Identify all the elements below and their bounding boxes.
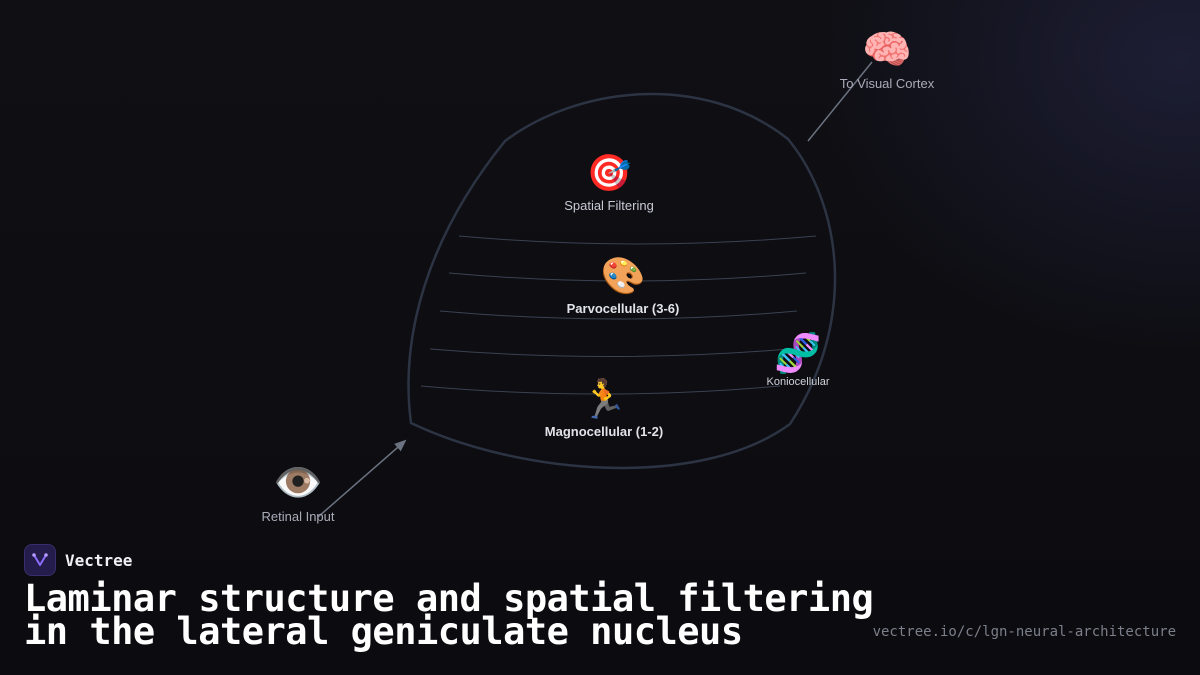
title-line-1: Laminar structure and spatial filtering (24, 577, 874, 620)
koniocellular-label: Koniocellular (766, 376, 830, 388)
spatial-filtering-label: Spatial Filtering (564, 198, 654, 213)
lgn-to-cortex-line (807, 61, 873, 142)
node-koniocellular: 🧬 Koniocellular (767, 334, 830, 388)
layer-line-5 (420, 385, 781, 395)
layer-line-4 (429, 348, 790, 357)
page-title: Laminar structure and spatial filtering … (24, 577, 874, 653)
magnocellular-label: Magnocellular (1-2) (544, 424, 664, 439)
source-url[interactable]: vectree.io/c/lgn-neural-architecture (872, 624, 1176, 640)
layer-line-1 (458, 235, 817, 245)
runner-icon: 🏃 (580, 377, 628, 421)
eye-icon: 👁️ (273, 460, 323, 506)
node-visual-cortex: 🧠 To Visual Cortex (840, 30, 934, 91)
title-line-2: in the lateral geniculate nucleus (24, 610, 743, 653)
layer-line-2 (448, 272, 807, 282)
retinal-input-label: Retinal Input (261, 509, 335, 524)
brain-icon: 🧠 (862, 27, 912, 73)
node-spatial-filtering: 🎯 Spatial Filtering (564, 153, 654, 214)
layer-line-3 (439, 310, 798, 320)
node-retinal-input: 👁️ Retinal Input (262, 463, 335, 524)
dna-icon: 🧬 (774, 331, 822, 375)
brand[interactable]: Vectree (24, 544, 132, 576)
node-magnocellular: 🏃 Magnocellular (1-2) (545, 380, 663, 439)
lgn-outline (407, 92, 837, 470)
palette-icon: 🎨 (600, 256, 646, 297)
parvocellular-label: Parvocellular (3-6) (566, 301, 680, 316)
brand-name: Vectree (65, 550, 133, 570)
node-parvocellular: 🎨 Parvocellular (3-6) (566, 256, 680, 317)
vectree-logo-icon (24, 544, 56, 576)
vectree-logo-mark (32, 553, 48, 566)
target-icon: 🎯 (586, 153, 632, 194)
visual-cortex-label: To Visual Cortex (839, 76, 935, 91)
retina-to-lgn-arrow (317, 439, 407, 518)
